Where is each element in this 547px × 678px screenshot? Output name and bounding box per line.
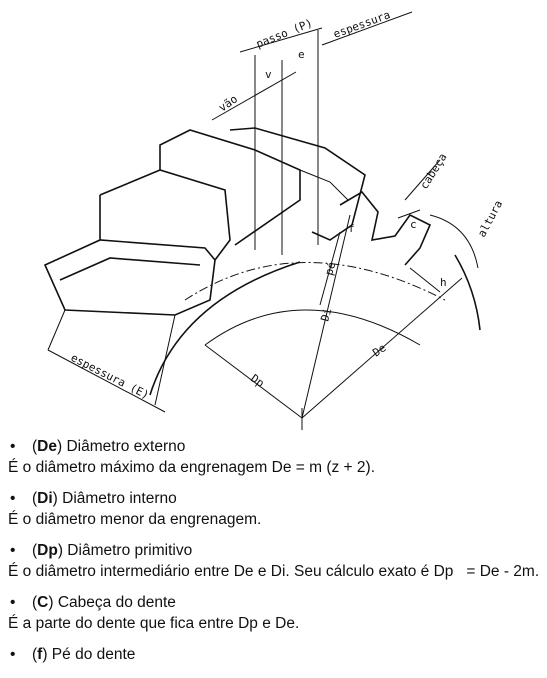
bullet-icon: • <box>10 646 16 663</box>
label-c: c <box>410 218 417 231</box>
paren-open: ( <box>32 438 38 455</box>
definition-f: • (f) Pé do dente <box>8 644 543 665</box>
tooth-1 <box>43 239 216 316</box>
vao-dim <box>211 71 297 121</box>
label-cabeca: cabeça <box>418 151 450 192</box>
hub-arc <box>149 261 301 396</box>
di-line <box>301 214 351 419</box>
definition-di: • (Di) Diâmetro interno É o diâmetro meno… <box>8 488 543 530</box>
definition-heading: • (f) Pé do dente <box>8 644 543 665</box>
definition-heading: • (De) Diâmetro externo <box>8 436 543 457</box>
bullet-icon: • <box>10 594 16 611</box>
paren-open: ( <box>32 646 38 663</box>
label-de: De <box>370 341 388 359</box>
paren-open: ( <box>32 490 38 507</box>
definition-heading: • (Di) Diâmetro interno <box>8 488 543 509</box>
de-line <box>301 277 463 419</box>
label-dp: Dp <box>248 372 266 390</box>
tooth-2 <box>99 169 231 261</box>
label-f: f <box>348 222 355 235</box>
definition-desc: É o diâmetro intermediário entre De e Di… <box>8 563 540 580</box>
label-espessura-e: espessura (E) <box>69 351 152 402</box>
passo-dim <box>239 27 323 53</box>
definition-title: ) Diâmetro interno <box>52 490 177 507</box>
outer-rim <box>454 254 481 331</box>
tooth-3 <box>159 129 301 246</box>
c-dim <box>397 209 421 219</box>
definition-dp: • (Dp) Diâmetro primitivo É o diâmetro in… <box>8 540 543 582</box>
label-passo: passo (P) <box>254 16 314 50</box>
label-v: v <box>265 68 272 81</box>
gear-diagram: passo (P) espessura vão v e cabeça altur… <box>43 8 505 430</box>
definition-title: ) Diâmetro externo <box>57 438 186 455</box>
espessura-e-ext-right <box>154 314 176 406</box>
label-espessura-top: espessura <box>332 8 392 41</box>
tooth-5-flank <box>299 169 349 201</box>
bullet-icon: • <box>10 438 16 455</box>
pe-line <box>319 231 341 306</box>
definition-desc: É a parte do dente que fica entre Dp e D… <box>8 615 300 632</box>
gear-drawing: passo (P) espessura vão v e cabeça altur… <box>43 8 505 430</box>
bullet-icon: • <box>10 542 16 559</box>
label-h: h <box>440 276 447 289</box>
h-dim <box>409 267 441 293</box>
definition-de: • (De) Diâmetro externo É o diâmetro máxi… <box>8 436 543 478</box>
definition-desc: É o diâmetro menor da engrenagem. <box>8 511 262 528</box>
label-e: e <box>298 48 305 61</box>
root-circle-arc <box>204 309 421 346</box>
tooth-1-top <box>59 257 201 281</box>
espessura-e-dim <box>47 349 166 413</box>
dp-line <box>204 344 303 419</box>
espessura-e-ext-left <box>47 309 66 351</box>
altura-arc <box>429 214 479 269</box>
definition-heading: • (C) Cabeça do dente <box>8 592 543 613</box>
definition-title: ) Cabeça do dente <box>48 594 176 611</box>
paren-open: ( <box>32 542 38 559</box>
definition-abbr: C <box>37 594 49 611</box>
definition-desc: É o diâmetro máximo da engrenagem De = m… <box>8 459 375 476</box>
definitions-list: •(De) Diâmetro externo É o diâmetro máxi… <box>8 436 543 675</box>
definition-title: ) Diâmetro primitivo <box>57 542 193 559</box>
definition-abbr: Dp <box>37 542 58 559</box>
label-di: Di <box>318 307 334 323</box>
label-altura: altura <box>475 198 505 239</box>
definition-heading: • (Dp) Diâmetro primitivo <box>8 540 543 561</box>
tooth-4 <box>229 127 366 241</box>
cabeca-dim <box>404 159 441 201</box>
teeth-group <box>43 127 432 316</box>
espessura-dim <box>321 11 413 46</box>
paren-open: ( <box>32 594 38 611</box>
definition-abbr: De <box>37 438 57 455</box>
definition-abbr: f <box>37 646 43 663</box>
label-pe: pé <box>322 261 338 277</box>
definition-abbr: Di <box>37 490 53 507</box>
bullet-icon: • <box>10 490 16 507</box>
pitch-circle-arc <box>184 262 446 301</box>
definition-c: • (C) Cabeça do dente É a parte do dente … <box>8 592 543 634</box>
label-vao: vão <box>216 92 240 114</box>
tooth-5 <box>339 190 432 266</box>
definition-title: ) Pé do dente <box>42 646 136 663</box>
